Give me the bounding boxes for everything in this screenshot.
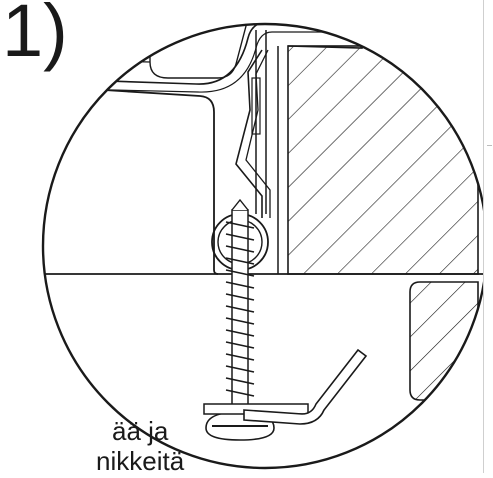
caption-line-2: nikkeitä — [96, 446, 185, 476]
side-panel-edge — [483, 0, 493, 473]
side-panel-mark — [487, 145, 492, 146]
caption-text: ää ja nikkeitä — [0, 416, 184, 476]
clip-tab — [251, 77, 261, 135]
caption-line-1: ää ja — [112, 416, 169, 446]
lower-wall-section — [409, 281, 479, 401]
magnified-detail — [43, 24, 487, 441]
housing-top-panel — [149, 24, 247, 79]
step-number: 1) — [2, 0, 68, 72]
spring-clip — [235, 49, 263, 218]
housing-ridge — [59, 29, 151, 63]
wall-section — [287, 45, 479, 275]
housing-body — [43, 85, 219, 275]
bent-bracket — [243, 348, 368, 425]
spring-clip-inner — [245, 49, 271, 218]
